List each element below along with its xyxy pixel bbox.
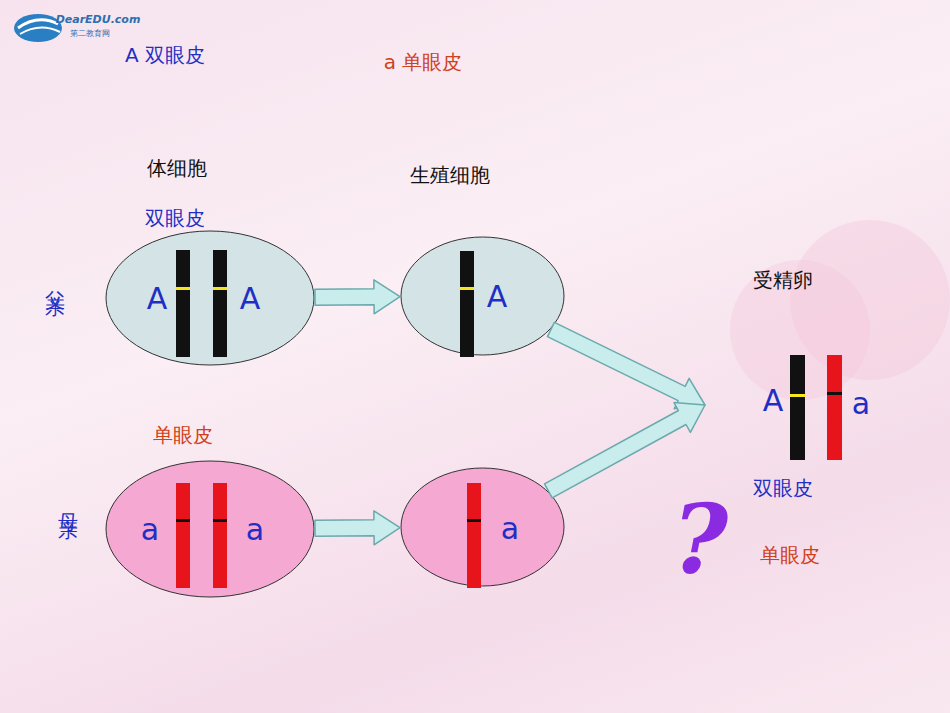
logo-wave (20, 27, 60, 34)
text-label: 生殖细胞 (410, 164, 490, 186)
text-label: a (501, 512, 519, 545)
text-label: 母亲 (57, 497, 79, 509)
gene-band (827, 392, 842, 395)
text-label: A (487, 280, 508, 313)
cell-ellipse: a (400, 467, 565, 587)
block-arrow (315, 511, 400, 545)
background-heart (730, 260, 870, 400)
cell-ellipse: 双眼皮AA (105, 230, 315, 366)
cell-ellipse: A (400, 236, 565, 356)
chromosome (827, 355, 842, 460)
text-label: A (147, 282, 168, 315)
zygote-group: 受精卵 Aa (705, 262, 895, 472)
text-label: 双眼皮 (145, 207, 205, 229)
text-label: a (141, 513, 159, 546)
block-arrow (545, 403, 706, 498)
cell-outline (400, 236, 565, 356)
text-label: 体细胞 (147, 157, 207, 179)
block-arrow (547, 322, 705, 409)
cell-membrane (106, 461, 314, 597)
background-heart (790, 220, 950, 380)
arrow-body (545, 403, 706, 498)
block-arrow (315, 280, 400, 314)
cell-membrane (401, 468, 564, 586)
text-label: 单眼皮 (760, 544, 820, 566)
text-label: A (763, 384, 784, 417)
arrow-body (315, 511, 400, 545)
text-label: a 单眼皮 (384, 51, 463, 73)
text-label: a (852, 387, 870, 420)
cell-outline (105, 230, 315, 366)
chromosome (790, 355, 805, 460)
cell-membrane (401, 237, 564, 355)
text-label: 父亲 (44, 274, 66, 286)
text-label: 第二教育网 (70, 30, 110, 39)
text-label: A 双眼皮 (125, 44, 205, 66)
text-label: a (246, 513, 264, 546)
text-label: 单眼皮 (153, 424, 213, 446)
cell-ellipse: 单眼皮aa (105, 460, 315, 598)
logo-wave (18, 20, 58, 28)
text-label: 受精卵 (753, 269, 813, 291)
cell-membrane (106, 231, 314, 365)
text-label: ? (672, 487, 728, 593)
cell-outline (400, 467, 565, 587)
arrow-body (315, 280, 400, 314)
text-label: A (240, 282, 261, 315)
text-label: DearEDU.com (56, 14, 141, 26)
cell-outline (105, 460, 315, 598)
gene-band (790, 394, 805, 397)
logo-mark (14, 14, 62, 42)
arrow-body (547, 322, 705, 409)
text-label: 双眼皮 (753, 477, 813, 499)
